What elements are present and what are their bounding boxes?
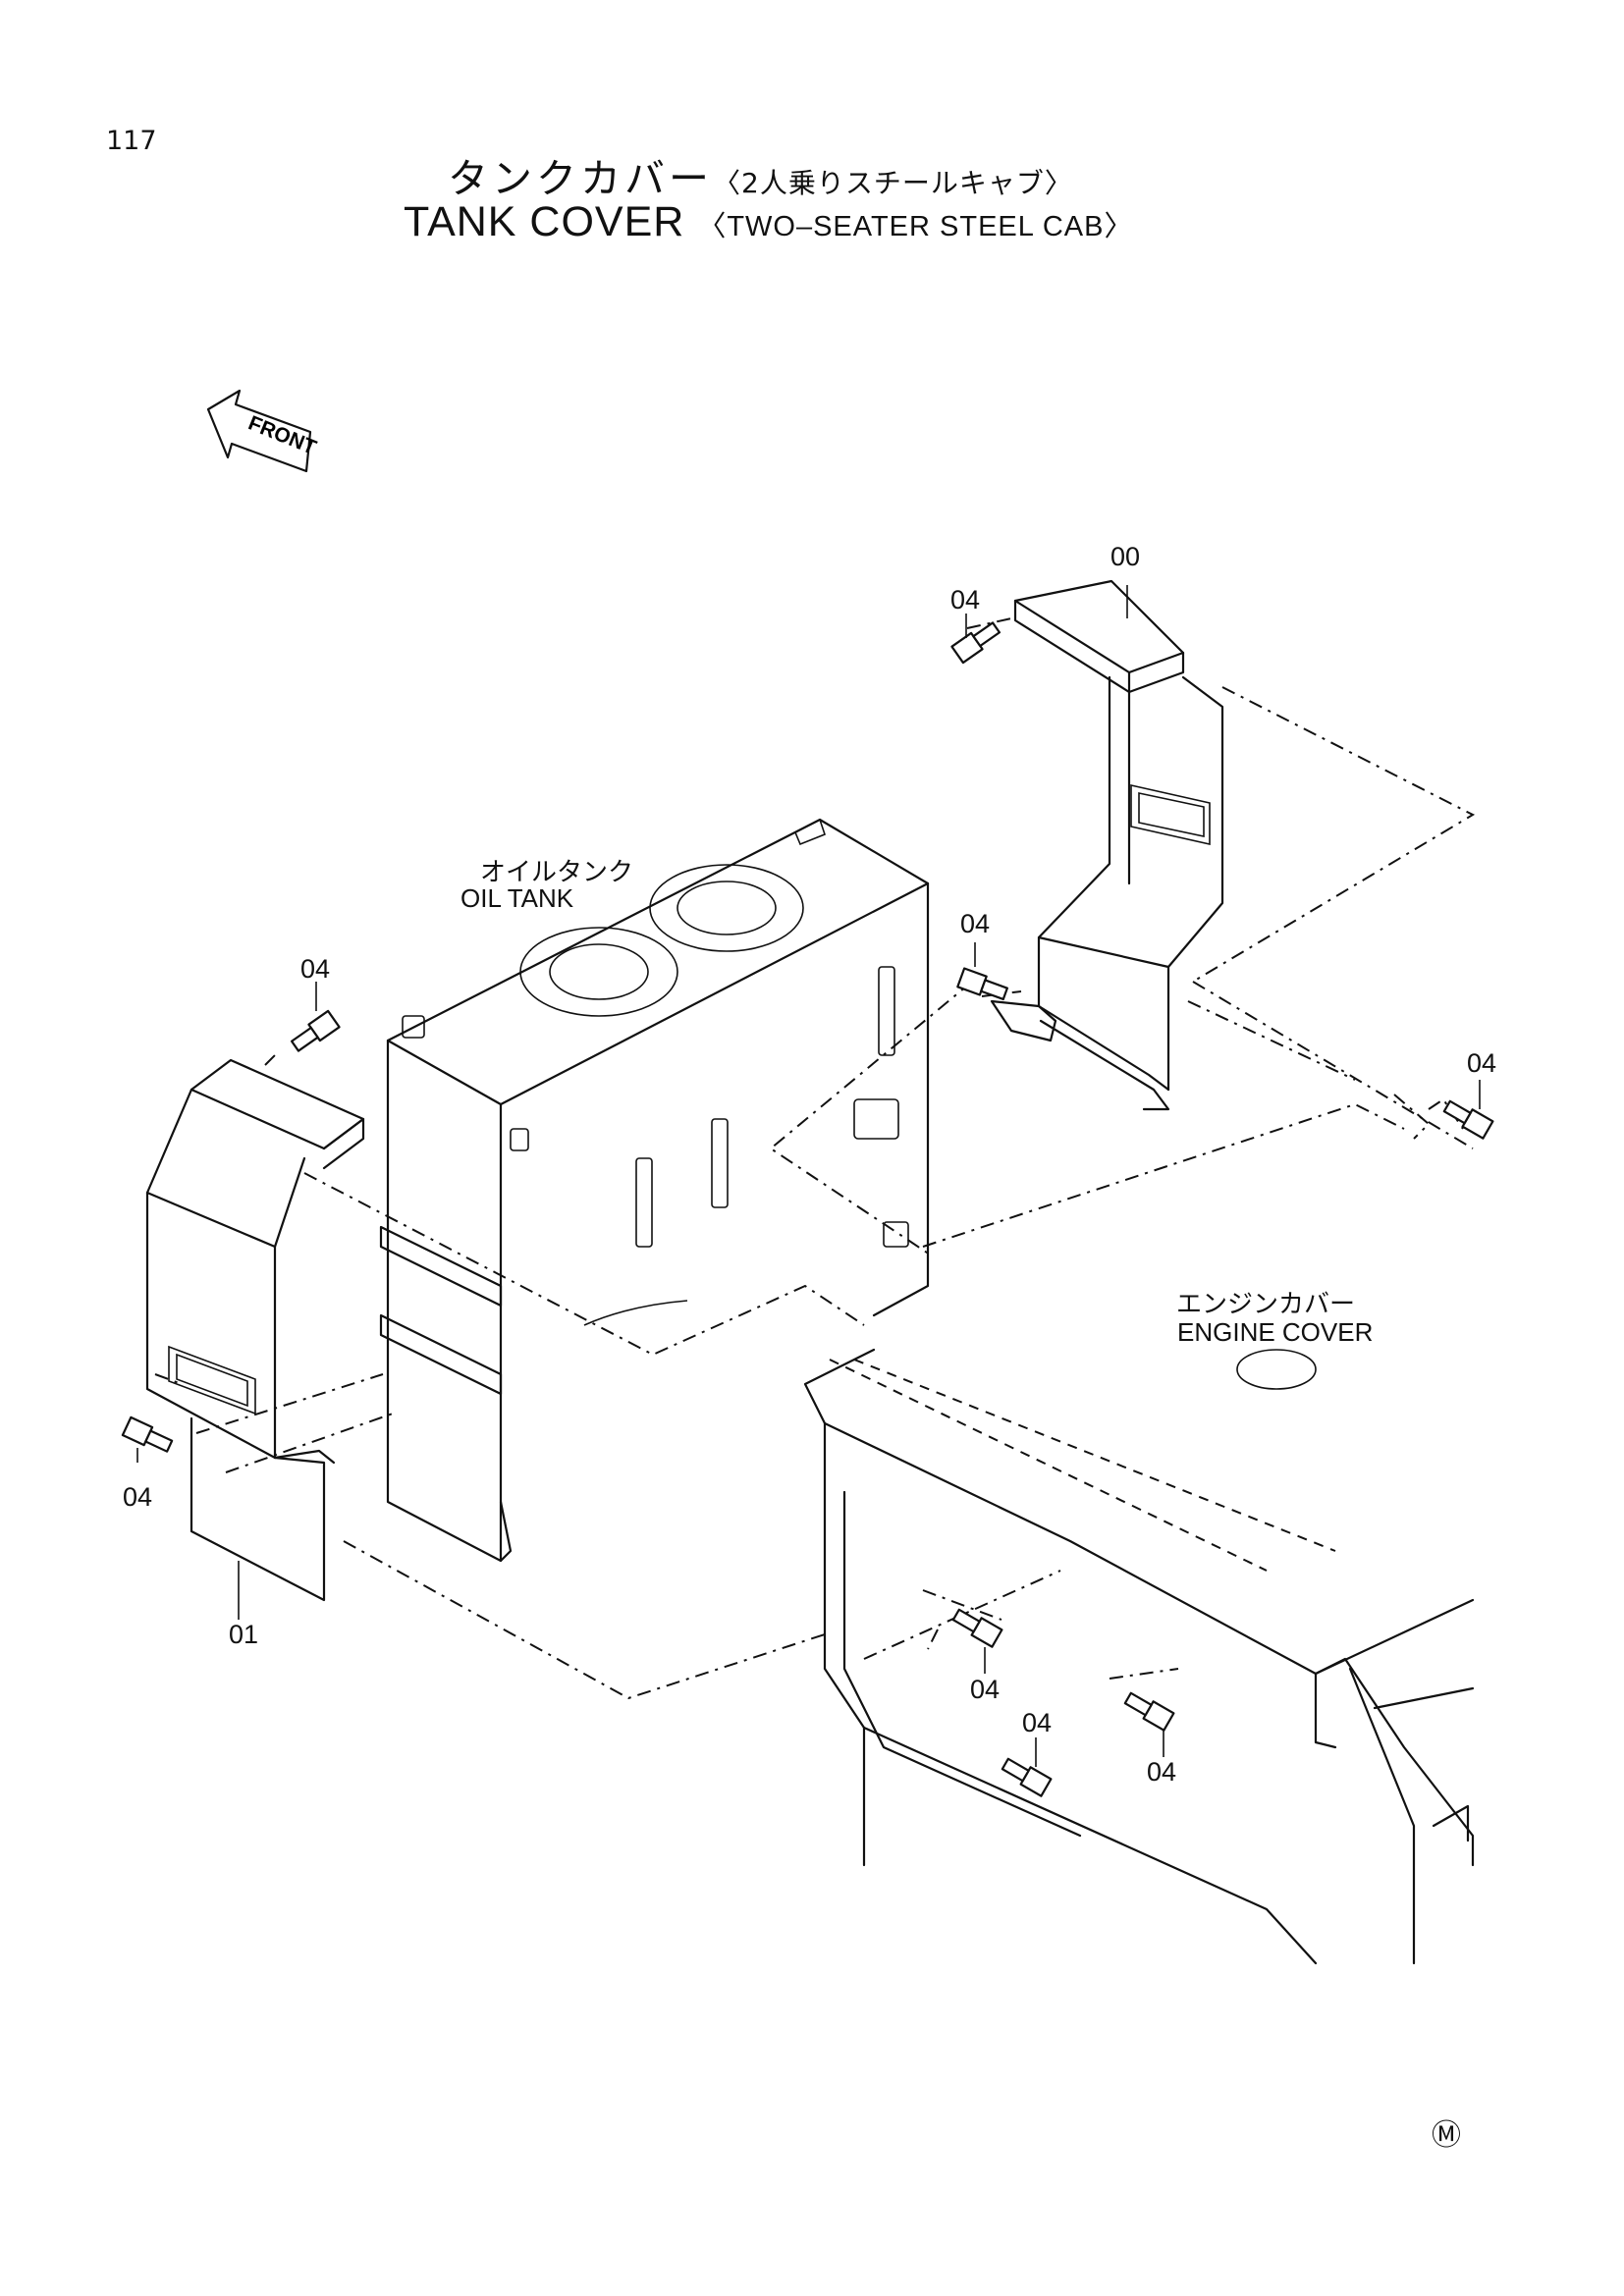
- leader-lines: [136, 585, 1481, 1767]
- part-number-04: 04: [970, 1675, 1001, 1704]
- page-number: 117: [106, 126, 157, 156]
- part-number-04: 04: [1147, 1757, 1177, 1787]
- bolt-icon: [121, 621, 1494, 1797]
- engine-cover: [803, 1348, 1475, 1965]
- title-jp: タンクカバー〈2人乗りスチールキャブ〉: [448, 145, 1073, 204]
- engine-cover-label-en: ENGINE COVER: [1177, 1317, 1374, 1347]
- part-number-04: 04: [1022, 1708, 1053, 1737]
- part-number-01: 01: [229, 1620, 259, 1649]
- title-en: TANK COVER 〈TWO–SEATER STEEL CAB〉: [404, 198, 1134, 246]
- title-en-sub: 〈TWO–SEATER STEEL CAB〉: [697, 211, 1134, 242]
- part-number-04: 04: [1467, 1048, 1497, 1078]
- part-number-04: 04: [960, 909, 991, 938]
- part-01-cover: [145, 1058, 365, 1602]
- oil-tank: [379, 818, 930, 1563]
- assembly-guide-lines: [154, 617, 1476, 1700]
- oil-tank-label-en: OIL TANK: [460, 883, 574, 913]
- engine-cover-label-jp: エンジンカバー: [1176, 1289, 1356, 1318]
- footer-mark: Ⓜ: [1432, 2118, 1461, 2153]
- part-number-04: 04: [123, 1482, 153, 1512]
- title-jp-main: タンクカバー: [448, 155, 713, 202]
- title-jp-sub: 〈2人乗りスチールキャブ〉: [713, 167, 1073, 199]
- part-number-04: 04: [300, 954, 331, 984]
- oil-tank-label-jp: オイルタンク: [480, 857, 634, 886]
- part-number-00: 00: [1110, 542, 1141, 571]
- part-number-04: 04: [950, 585, 981, 614]
- part-00-bracket: [990, 579, 1224, 1111]
- front-arrow-icon: FRONT: [206, 389, 319, 473]
- title-en-main: TANK COVER: [404, 198, 685, 245]
